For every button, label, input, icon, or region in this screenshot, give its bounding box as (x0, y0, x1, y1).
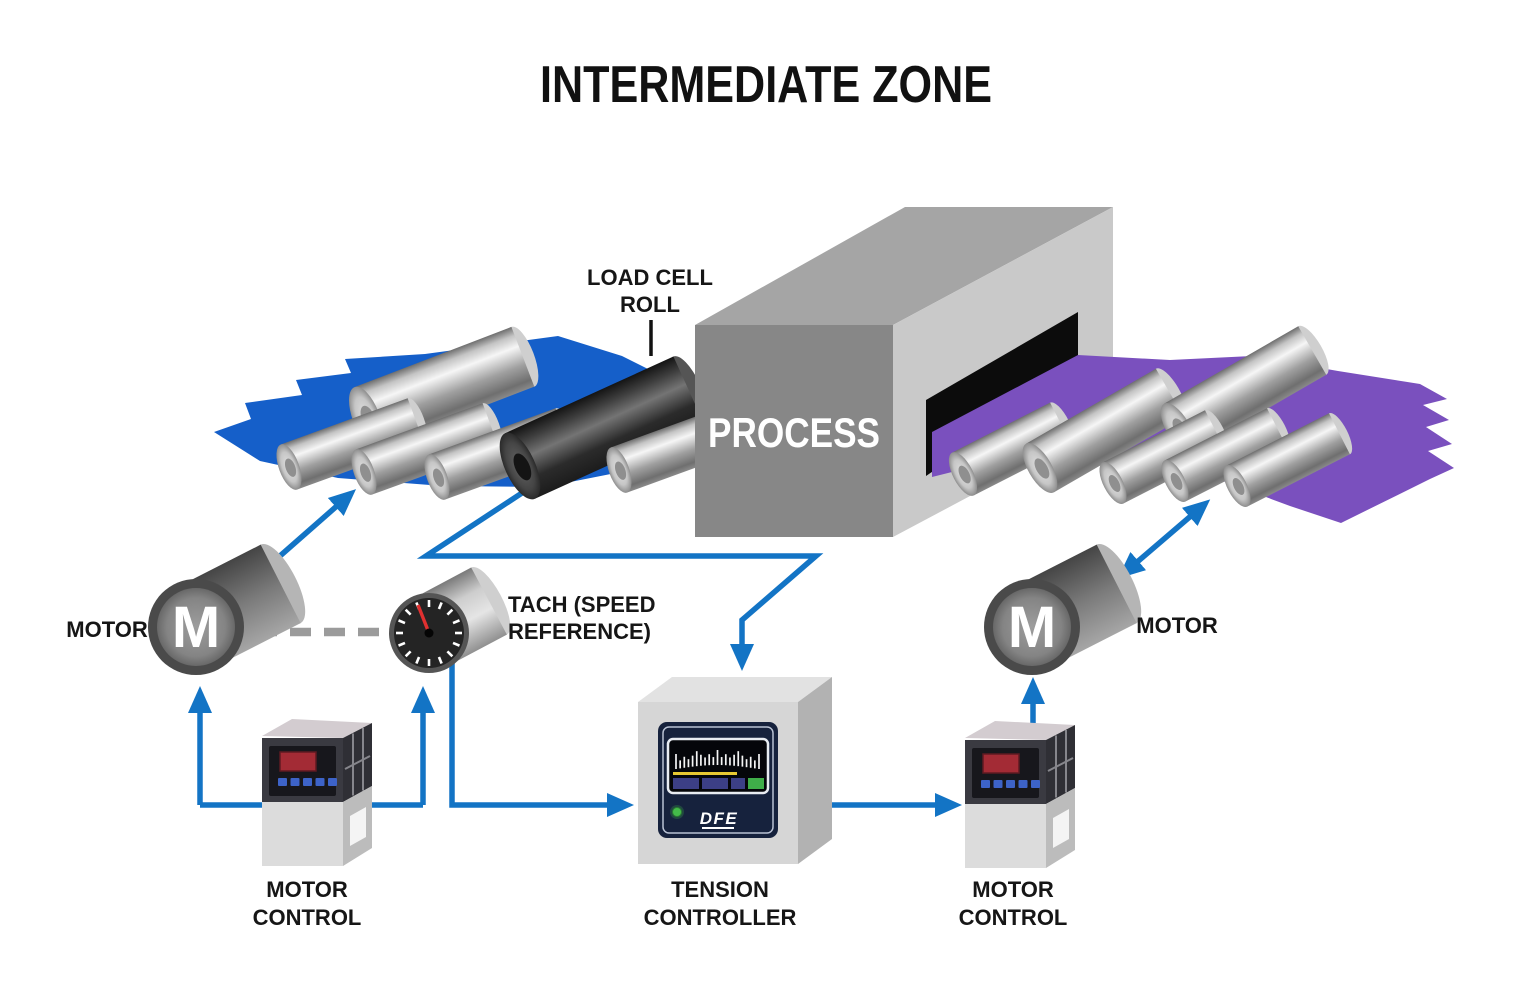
roller-body (505, 356, 704, 499)
left-motor-control (261, 718, 373, 867)
tension-controller-label: TENSION CONTROLLER (644, 877, 797, 930)
right-motor-letter: M (1008, 595, 1056, 660)
dfe-logo-text: DFE (700, 809, 739, 828)
page-title: INTERMEDIATE ZONE (540, 56, 992, 114)
tach-tick (452, 641, 460, 647)
signal-wiring (188, 465, 1211, 817)
tach-label-line2: REFERENCE) (508, 619, 651, 644)
roller-body (355, 403, 500, 495)
power-led (672, 807, 682, 817)
right-drive-label-line2: CONTROL (959, 905, 1068, 930)
roller-body (1026, 368, 1184, 493)
load-cell-label-line1: LOAD CELL (587, 265, 713, 290)
roller-hub (958, 465, 971, 484)
load-cell-label-line2: ROLL (620, 292, 680, 317)
meter-segment (702, 778, 728, 789)
meter-segment (673, 778, 699, 789)
tach-tick (415, 656, 421, 664)
arrow-tach-to-controller (449, 660, 634, 817)
controller-top-face (638, 677, 832, 702)
tach (389, 566, 511, 673)
tach-tick (398, 619, 406, 625)
roller-hub (359, 463, 372, 482)
roller-body (1226, 413, 1350, 507)
process-label: PROCESS (708, 409, 880, 456)
tension-controller: DFE (638, 677, 832, 864)
roller (1223, 412, 1353, 507)
meter-scale-ticks (675, 750, 760, 769)
tach-dial-ticks (396, 600, 462, 666)
controller-right-face (798, 677, 832, 864)
tach-tick (437, 602, 443, 610)
roller-hub (1232, 478, 1245, 495)
tach-tick (398, 641, 406, 647)
roller-hub (284, 458, 297, 477)
right-motor-control-label: MOTOR CONTROL (959, 877, 1068, 930)
arrow-loadcell-to-controller (416, 465, 824, 671)
meter-segment-green (748, 778, 764, 789)
roller-hub (1034, 458, 1050, 479)
left-drive-label-line2: CONTROL (253, 905, 362, 930)
dfe-logo-underline (702, 827, 734, 829)
roller-body (952, 402, 1072, 496)
controller-panel-border (662, 726, 774, 834)
roller-hub (1108, 475, 1121, 492)
tach-tick (404, 608, 412, 616)
meter-yellow-bar (673, 772, 737, 775)
tach-label: TACH (SPEED REFERENCE) (508, 592, 656, 644)
left-drive-label-line1: MOTOR (266, 877, 348, 902)
arrow-motor-roller-double (1117, 499, 1211, 579)
roller-body (1102, 410, 1226, 504)
roller-body (280, 398, 425, 490)
right-motor-control (964, 720, 1076, 869)
motor-cap-face (157, 588, 235, 666)
tach-tick (452, 619, 460, 625)
roller-hub (513, 453, 532, 481)
tension-controller-label-line2: CONTROLLER (644, 905, 797, 930)
process-front-face (695, 325, 893, 537)
tach-tick (446, 650, 454, 658)
process-top-face (695, 207, 1113, 325)
tach-tick (404, 650, 412, 658)
tach-tick (446, 608, 454, 616)
left-motor: M (148, 543, 306, 675)
dfe-logo: DFE (700, 809, 739, 829)
tach-tick (437, 656, 443, 664)
left-motor-letter: M (172, 595, 220, 660)
right-motor-label: MOTOR (1136, 613, 1218, 638)
right-motor: M (984, 543, 1142, 675)
motor-cap-face (993, 588, 1071, 666)
tach-label-line1: TACH (SPEED (508, 592, 656, 617)
tension-controller-label-line1: TENSION (671, 877, 769, 902)
roller-hub (614, 461, 627, 480)
left-motor-label: MOTOR (66, 617, 148, 642)
meter-segment (731, 778, 745, 789)
roller-body (1164, 408, 1288, 502)
left-motor-control-label: MOTOR CONTROL (253, 877, 362, 930)
roller-hub (1170, 473, 1183, 490)
load-cell-label: LOAD CELL ROLL (587, 265, 713, 356)
roller-hub (432, 468, 445, 487)
tach-hub (424, 628, 434, 638)
right-drive-label-line1: MOTOR (972, 877, 1054, 902)
roller (1099, 409, 1229, 504)
tach-needle (416, 604, 431, 634)
